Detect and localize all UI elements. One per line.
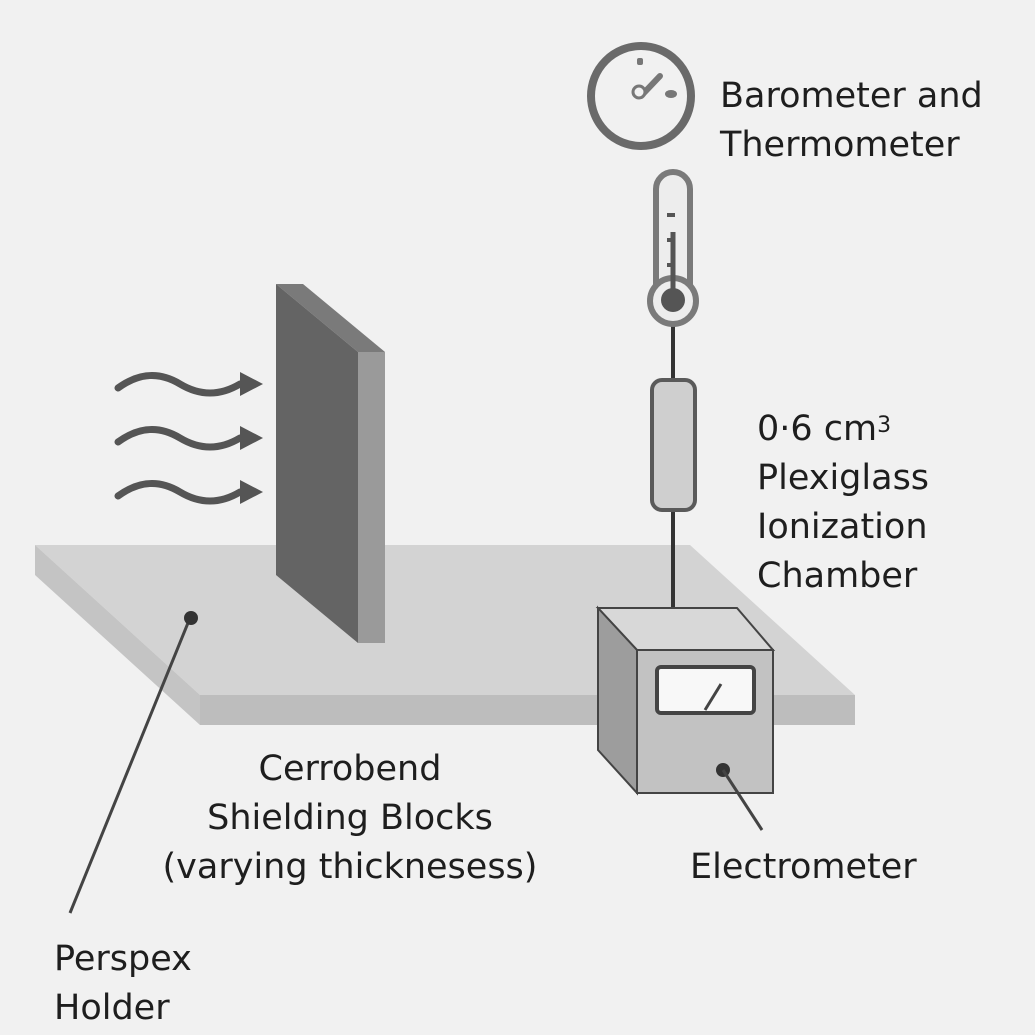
chamber-label-line4: Chamber [757, 556, 918, 596]
meter-display [655, 665, 756, 715]
radiation-beam-arrow [114, 425, 263, 451]
perspex-label-line2: Holder [54, 988, 170, 1028]
barometer-label-line1: Barometer and [720, 76, 983, 116]
chamber-volume-text: 0·6 cm [757, 409, 878, 449]
radiation-beam [114, 371, 263, 505]
chamber-volume-exponent: 3 [877, 413, 892, 438]
gauge-icon [587, 42, 695, 150]
radiation-beam-arrow [114, 371, 263, 397]
holder-left-edge [35, 545, 200, 725]
electrometer-leader-line [721, 769, 764, 831]
barometer-thermometer-label: Barometer and Thermometer [720, 72, 983, 170]
perspex-marker-dot [184, 611, 198, 625]
cerrobend-label-line3: (varying thicknesess) [162, 847, 538, 887]
leader-lines [68, 617, 764, 914]
meter-needle [703, 683, 723, 711]
cerrobend-block [276, 284, 385, 643]
ionization-chamber [650, 378, 697, 512]
cerrobend-label-line2: Shielding Blocks [207, 798, 493, 838]
ionization-chamber-label: 0·6 cm3 Plexiglass Ionization Chamber [757, 405, 929, 601]
barometer-label-line2: Thermometer [720, 125, 960, 165]
electrometer-label: Electrometer [690, 847, 917, 887]
electrometer-box [595, 605, 776, 796]
radiation-beam-arrow [114, 479, 263, 505]
thermometer-icon [647, 169, 699, 327]
block-front-face [276, 284, 358, 643]
perspex-holder-label: Perspex Holder [54, 935, 192, 1033]
block-side-face [358, 352, 385, 643]
perspex-label-line1: Perspex [54, 939, 192, 979]
chamber-label-line2: Plexiglass [757, 458, 930, 498]
perspex-leader-line [68, 617, 192, 914]
cerrobend-label-line1: Cerrobend [258, 749, 442, 789]
cerrobend-blocks-label: Cerrobend Shielding Blocks (varying thic… [155, 745, 545, 892]
chamber-label-volume: 0·6 cm3 [757, 405, 929, 454]
chamber-label-line3: Ionization [757, 507, 928, 547]
block-top-face [276, 284, 385, 352]
